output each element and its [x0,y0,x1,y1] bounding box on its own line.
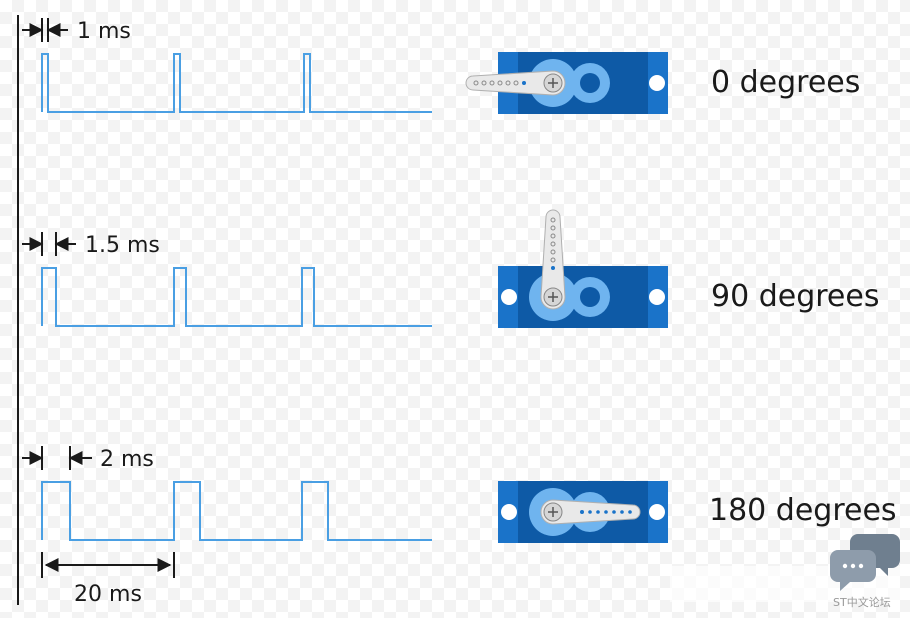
row-1-pulse: 1.5 ms [22,232,432,327]
pulse-width-label-2: 2 ms [100,447,154,472]
chat-bubbles-icon [830,534,900,591]
pwm-waveform-1 [41,267,432,327]
angle-label-2: 180 degrees [709,493,897,528]
servo-180-degrees [498,481,668,543]
servo-90-degrees [498,209,668,328]
gear-cover-small-inner [580,73,600,93]
horn-holes [473,80,519,86]
gear-cover-small-inner [580,287,600,307]
screw-cross-icon [548,78,558,88]
mount-hole-left [501,504,517,520]
pulse-width-label-0: 1 ms [77,19,131,44]
row-2-pulse: 2 ms [22,446,432,541]
servo-horn [465,70,566,96]
servo-horn [540,209,566,310]
watermark: ST中文论坛 [670,534,900,609]
period-measurement: 20 ms [41,552,175,607]
mount-hole-right [649,289,665,305]
mount-hole-left [501,289,517,305]
watermark-text: ST中文论坛 [833,595,891,609]
horn-dot [522,81,526,85]
mount-hole-right [649,504,665,520]
period-label: 20 ms [74,582,142,607]
angle-label-1: 90 degrees [711,279,879,314]
servo-0-degrees [465,52,668,114]
pulse-width-label-1: 1.5 ms [85,233,160,258]
pwm-waveform-2 [41,481,432,541]
horn-dot [580,510,584,514]
horn-dot [551,266,555,270]
screw-cross-icon [548,507,558,517]
angle-label-0: 0 degrees [711,65,860,100]
screw-cross-icon [548,292,558,302]
horn-holes [550,217,556,263]
row-0-pulse: 1 ms [22,18,432,113]
horn-holes [588,510,632,514]
mount-hole-right [649,75,665,91]
pwm-waveform-0m [41,53,432,113]
